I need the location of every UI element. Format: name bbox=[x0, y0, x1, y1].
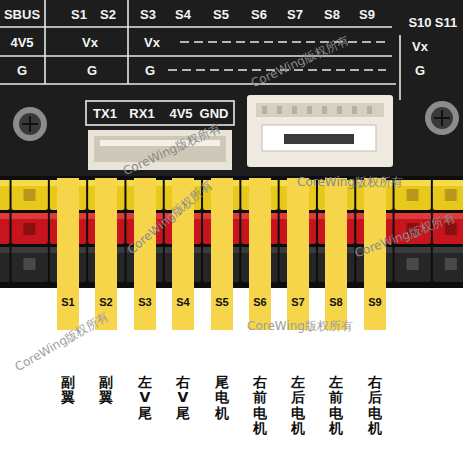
watermark: CoreWing版权所有 bbox=[297, 174, 403, 191]
channel-number: S2 bbox=[99, 296, 112, 308]
channel-function: 尾电机 bbox=[215, 375, 229, 421]
channel-bar: S6右前电机 bbox=[249, 178, 271, 330]
silkscreen-label: Vx bbox=[82, 35, 98, 50]
channel-function: 左V尾 bbox=[138, 375, 152, 421]
silkscreen-label: 4V5 bbox=[169, 106, 192, 121]
channel-function: 左后电机 bbox=[291, 375, 305, 437]
silkscreen-label: G bbox=[17, 63, 27, 78]
jst-connector bbox=[247, 95, 393, 167]
silkscreen-label: S3 bbox=[140, 7, 156, 22]
channel-number: S3 bbox=[138, 296, 151, 308]
channel-function: 右后电机 bbox=[368, 375, 382, 437]
channel-number: S1 bbox=[61, 296, 74, 308]
silkscreen-label: G bbox=[87, 63, 97, 78]
channel-bar: S8左前电机 bbox=[325, 178, 347, 330]
channel-bar: S1副翼 bbox=[57, 178, 79, 330]
pcb-board bbox=[0, 0, 463, 178]
channel-bar: S7左后电机 bbox=[287, 178, 309, 330]
silkscreen-label: S1 bbox=[71, 7, 87, 22]
channel-function: 左前电机 bbox=[329, 375, 343, 437]
silkscreen-label: Vx bbox=[144, 35, 160, 50]
channel-function: 右前电机 bbox=[253, 375, 267, 437]
silkscreen-label: S5 bbox=[213, 7, 229, 22]
silkscreen-label: S8 bbox=[324, 7, 340, 22]
silkscreen-label: Vx bbox=[412, 39, 428, 54]
channel-number: S4 bbox=[176, 296, 189, 308]
silkscreen-label: SBUS bbox=[4, 7, 40, 22]
silkscreen-label: S11 bbox=[435, 15, 457, 30]
channel-number: S7 bbox=[291, 296, 304, 308]
silkscreen-label: S2 bbox=[100, 7, 116, 22]
channel-bar: S2副翼 bbox=[95, 178, 117, 330]
silkscreen-label: RX1 bbox=[129, 106, 154, 121]
watermark: CoreWing版权所有 bbox=[247, 318, 353, 335]
silkscreen-label: G bbox=[415, 63, 425, 78]
channel-number: S6 bbox=[253, 296, 266, 308]
silkscreen-label: S4 bbox=[175, 7, 191, 22]
channel-number: S8 bbox=[329, 296, 342, 308]
silkscreen-label: S7 bbox=[287, 7, 303, 22]
silkscreen-label: S10 bbox=[408, 15, 431, 30]
silkscreen-label: S9 bbox=[359, 7, 375, 22]
silkscreen-label: 4V5 bbox=[10, 35, 33, 50]
channel-number: S9 bbox=[368, 296, 381, 308]
silkscreen-label: G bbox=[145, 63, 155, 78]
channel-number: S5 bbox=[215, 296, 228, 308]
channel-function: 副翼 bbox=[61, 375, 75, 406]
channel-bar: S5尾电机 bbox=[211, 178, 233, 330]
silkscreen-lines bbox=[0, 0, 400, 125]
silkscreen-label: TX1 bbox=[93, 106, 117, 121]
silkscreen-label: S6 bbox=[251, 7, 267, 22]
channel-function: 右V尾 bbox=[176, 375, 190, 421]
channel-function: 副翼 bbox=[99, 375, 113, 406]
silkscreen-label: GND bbox=[200, 106, 229, 121]
